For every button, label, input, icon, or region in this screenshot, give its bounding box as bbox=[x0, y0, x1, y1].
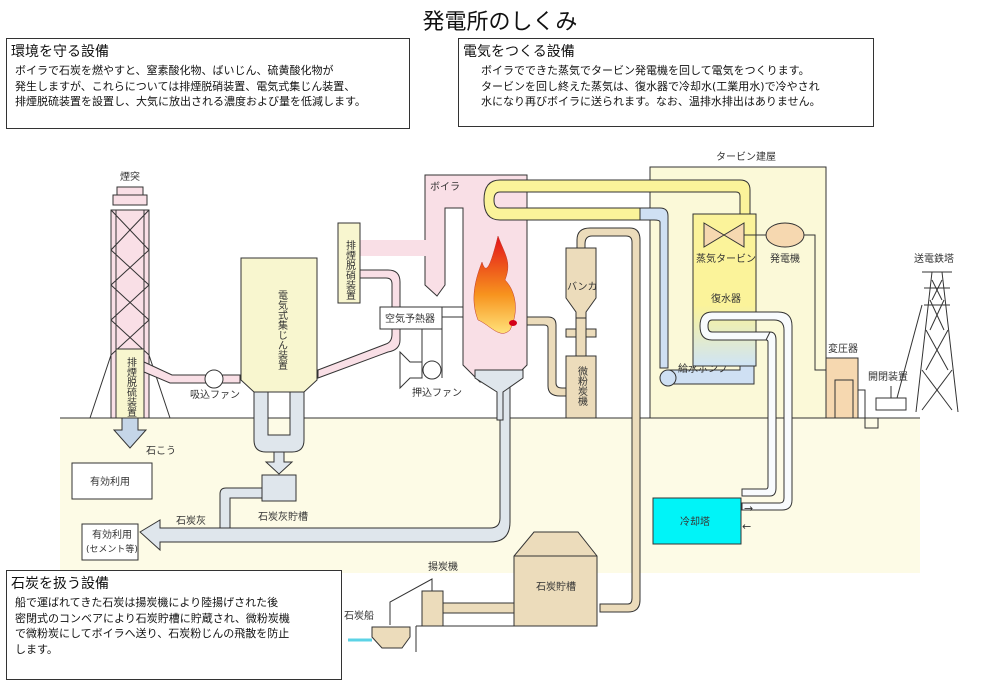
cooling-water-loop-2 bbox=[741, 331, 777, 497]
flame-icon bbox=[473, 235, 516, 334]
ash-silo bbox=[261, 474, 297, 502]
forced-fan-label: 押込ファン bbox=[412, 386, 462, 399]
cooling-water-loop bbox=[699, 311, 793, 511]
denitrification-unit bbox=[337, 222, 361, 304]
info-line: します。 bbox=[15, 642, 58, 656]
air-duct bbox=[441, 306, 464, 318]
pulverizer bbox=[565, 355, 597, 419]
coal-silo bbox=[513, 531, 598, 627]
info-line: ボイラで石炭を燃やすと、窒素酸化物、ばいじん、硫黄酸化物が bbox=[15, 64, 334, 77]
turbine-condenser-unit bbox=[692, 213, 757, 367]
gas-duct-2 bbox=[317, 269, 401, 379]
effective-use-box bbox=[71, 462, 153, 500]
ground-area bbox=[60, 418, 920, 573]
info-line: 水になり再びボイラに送られます。なお、温排水排出はありません。 bbox=[481, 95, 821, 108]
arrow-out-icon: → bbox=[744, 502, 753, 515]
feedwater-pipe bbox=[639, 207, 669, 369]
info-line: 排煙脱硫装置を設置し、大気に放出される濃度および量を低減します。 bbox=[15, 95, 366, 108]
info-line: ボイラでできた蒸気でタービン発電機を回して電気をつくります。 bbox=[481, 64, 810, 77]
ash-hopper bbox=[253, 391, 305, 453]
turbine-building-label: タービン建屋 bbox=[716, 150, 776, 163]
info-line: で微粉炭にしてボイラへ送り、石炭粉じんの飛散を防止 bbox=[15, 627, 290, 640]
steam-turbine-icon bbox=[703, 222, 745, 248]
boiler bbox=[424, 174, 528, 383]
chimney-label: 煙突 bbox=[120, 170, 140, 183]
info-box-coal: 石炭を扱う設備 船で運ばれてきた石炭は揚炭機により陸揚げされた後 密閉式のコンベ… bbox=[6, 570, 342, 680]
unloader-arm bbox=[389, 578, 433, 625]
coal-ash-label: 石炭灰 bbox=[176, 514, 206, 527]
info-box-environment: 環境を守る設備 ボイラで石炭を燃やすと、窒素酸化物、ばいじん、硫黄酸化物が 発生… bbox=[6, 38, 410, 129]
info-line: タービンを回し終えた蒸気は、復水器で冷却水(工業用水)で冷やされ bbox=[481, 79, 820, 93]
air-preheater bbox=[379, 306, 443, 330]
desulfurization-unit bbox=[115, 348, 145, 419]
feed-pump-icon bbox=[659, 369, 677, 387]
info-heading: 電気をつくる設備 bbox=[463, 44, 575, 60]
cooling-tower bbox=[652, 497, 742, 545]
air-preheater-label: 空気予熱器 bbox=[385, 312, 435, 325]
pulverizer-label: 微粉炭機 bbox=[576, 365, 588, 407]
cement-use-label-2: (セメント等) bbox=[86, 543, 138, 555]
info-box-electricity: 電気をつくる設備 ボイラでできた蒸気でタービン発電機を回して電気をつくります。 … bbox=[458, 38, 874, 127]
info-heading: 環境を守る設備 bbox=[11, 44, 109, 60]
flue-duct bbox=[143, 361, 241, 384]
desulfurization-label: 排煙脱硫装置 bbox=[125, 356, 137, 417]
forced-fan-inlet bbox=[399, 350, 423, 390]
generator-icon bbox=[765, 222, 805, 248]
unloader bbox=[421, 590, 444, 627]
info-line: 船で運ばれてきた石炭は揚炭機により陸揚げされた後 bbox=[15, 596, 279, 609]
info-line: 発生しますが、これらについては排煙脱硝装置、電気式集じん装置、 bbox=[15, 79, 356, 93]
switchgear-label: 開閉装置 bbox=[868, 370, 908, 383]
transmission-tower bbox=[896, 271, 959, 413]
gypsum-label: 石こう bbox=[146, 445, 176, 457]
coal-silo-label: 石炭貯槽 bbox=[536, 580, 576, 593]
page-title: 発電所のしくみ bbox=[422, 10, 578, 35]
steam-turbine-label: 蒸気タービン bbox=[696, 252, 756, 265]
flame-core bbox=[509, 320, 517, 326]
denitrification-label: 排煙脱硝装置 bbox=[344, 239, 356, 300]
ash-silo-label: 石炭灰貯槽 bbox=[258, 510, 308, 523]
transformer-core bbox=[834, 379, 854, 419]
bunker-label: バンカ bbox=[567, 281, 598, 293]
pulverized-coal-pipe bbox=[526, 316, 567, 397]
boiler-label: ボイラ bbox=[430, 181, 460, 193]
tower-label: 送電鉄塔 bbox=[914, 252, 954, 265]
coal-conveyor bbox=[576, 227, 641, 613]
forced-fan-icon bbox=[422, 360, 442, 380]
arrow-in-icon: ← bbox=[742, 520, 751, 533]
cable bbox=[858, 389, 879, 429]
coal-ship bbox=[371, 626, 411, 649]
ash-pipe bbox=[219, 487, 263, 529]
bottom-ash-funnel bbox=[474, 369, 524, 421]
cement-use-box bbox=[81, 523, 139, 561]
unloader-label: 揚炭機 bbox=[428, 560, 458, 573]
induced-fan-icon bbox=[204, 369, 224, 389]
generator-label: 発電機 bbox=[770, 252, 800, 265]
gas-duct bbox=[360, 240, 426, 256]
switchgear bbox=[875, 397, 907, 411]
coal-chute bbox=[575, 317, 587, 357]
effective-use-label: 有効利用 bbox=[90, 475, 130, 488]
condenser-label: 復水器 bbox=[711, 292, 741, 305]
precipitator-label: 電気式集じん装置 bbox=[276, 290, 288, 370]
induced-fan-label: 吸込ファン bbox=[190, 389, 240, 401]
gypsum-arrow bbox=[112, 417, 148, 449]
cement-use-label-1: 有効利用 bbox=[92, 528, 132, 541]
ash-arrow bbox=[264, 451, 294, 475]
coal-ship-label: 石炭船 bbox=[344, 609, 374, 622]
info-heading: 石炭を扱う設備 bbox=[11, 576, 109, 592]
info-line: 密閉式のコンベアにより石炭貯槽に貯蔵され、微粉炭機 bbox=[15, 611, 290, 625]
transformer-label: 変圧器 bbox=[828, 342, 858, 355]
cooling-tower-label: 冷却塔 bbox=[680, 515, 710, 528]
coal-belt bbox=[442, 602, 515, 614]
